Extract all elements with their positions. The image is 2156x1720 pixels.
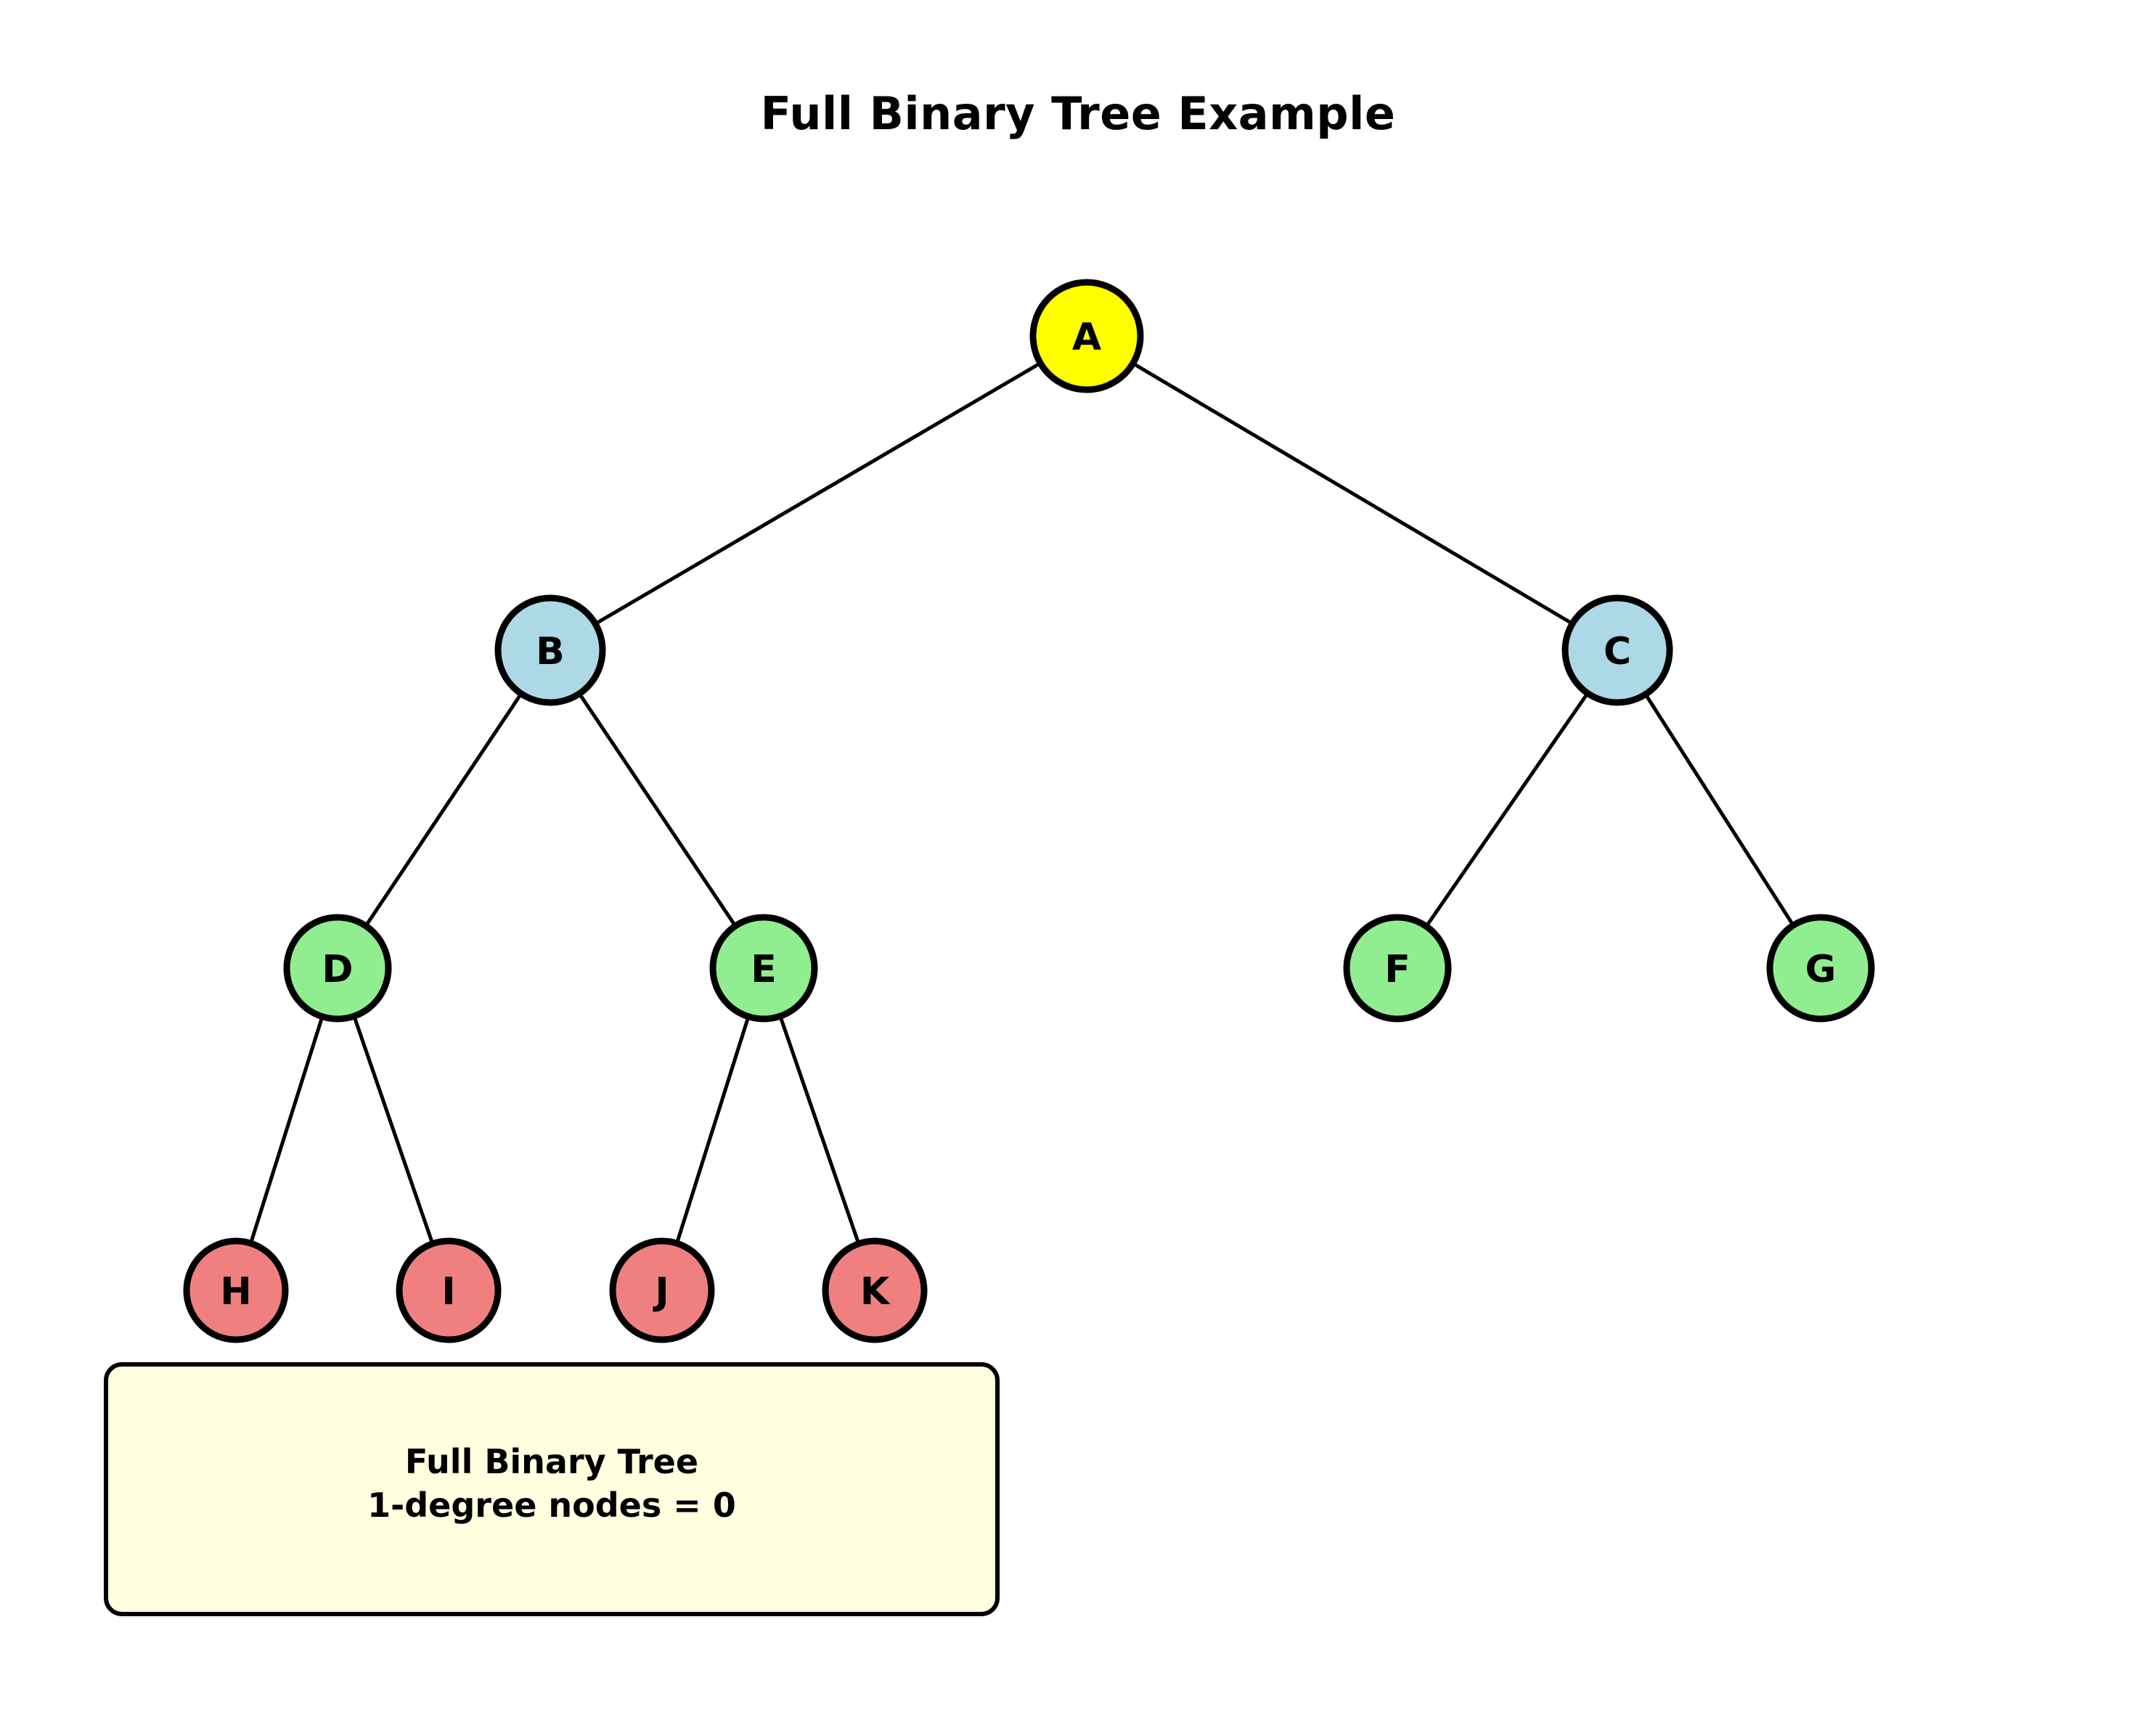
tree-edge-b-d [335,648,552,970]
tree-node-j[interactable]: J [609,1237,715,1343]
info-box-line-1: Full Binary Tree [405,1442,698,1481]
node-circle-d[interactable] [283,914,392,1023]
node-label-c: C [1604,630,1631,673]
tree-edge-b-e [548,648,766,970]
node-label-j: J [653,1270,669,1314]
node-label-g: G [1805,948,1837,991]
node-circle-b[interactable] [494,594,606,706]
tree-node-c[interactable]: C [1561,594,1673,706]
node-label-i: I [441,1270,455,1314]
tree-edge-e-j [660,966,766,1293]
tree-node-e[interactable]: E [709,914,818,1023]
info-box-background [104,1362,1000,1616]
tree-edge-a-c [1085,334,1620,652]
node-label-k: K [860,1270,891,1314]
tree-edge-a-b [548,334,1089,652]
tree-node-k[interactable]: K [822,1237,928,1343]
node-circle-g[interactable] [1766,914,1875,1023]
node-label-h: H [220,1270,252,1314]
node-label-a: A [1072,316,1101,359]
info-box-line-2: 1-degree nodes = 0 [367,1486,736,1525]
node-circle-e[interactable] [709,914,818,1023]
info-box: Full Binary Tree 1-degree nodes = 0 [104,1362,1000,1616]
node-circle-f[interactable] [1343,914,1452,1023]
node-circle-k[interactable] [822,1237,928,1343]
node-label-e: E [751,948,777,991]
tree-node-g[interactable]: G [1766,914,1875,1023]
tree-node-i[interactable]: I [396,1237,502,1343]
tree-edge-d-i [335,966,451,1293]
tree-node-a[interactable]: A [1029,279,1144,393]
tree-node-b[interactable]: B [494,594,606,706]
node-label-b: B [536,630,565,673]
node-circle-h[interactable] [183,1237,289,1343]
tree-node-h[interactable]: H [183,1237,289,1343]
node-circle-i[interactable] [396,1237,502,1343]
node-label-f: F [1384,948,1410,991]
page-title: Full Binary Tree Example [760,87,1396,140]
edges-layer [234,334,1823,1293]
node-circle-j[interactable] [609,1237,715,1343]
node-circle-a[interactable] [1029,279,1144,393]
tree-edge-e-k [761,966,877,1293]
node-label-d: D [322,948,353,991]
nodes-layer: A B C D E F G H I J K [183,279,1875,1343]
tree-edge-d-h [234,966,340,1293]
node-circle-c[interactable] [1561,594,1673,706]
tree-edge-c-g [1615,648,1823,970]
tree-edge-c-f [1395,648,1620,970]
tree-node-d[interactable]: D [283,914,392,1023]
tree-node-f[interactable]: F [1343,914,1452,1023]
